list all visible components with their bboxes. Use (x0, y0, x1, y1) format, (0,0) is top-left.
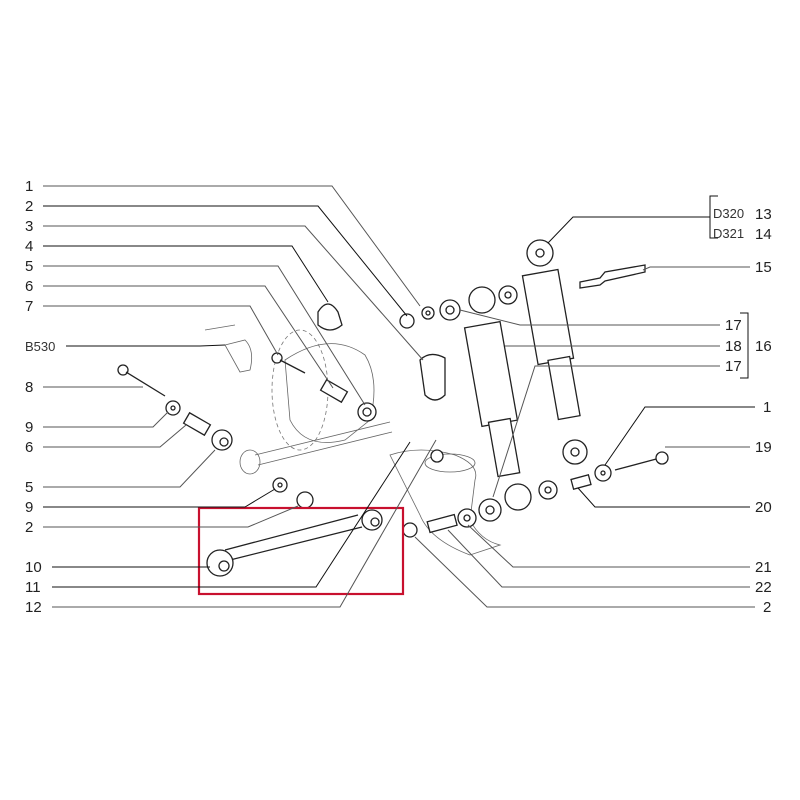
label-5: 5 (25, 258, 33, 275)
shock-absorber-front (463, 286, 532, 511)
label-1: 1 (25, 178, 33, 195)
label-19: 19 (755, 439, 772, 456)
label-11: 11 (25, 579, 41, 596)
label-14: 14 (755, 226, 772, 243)
label-12: 12 (25, 599, 42, 616)
nut-2b (296, 491, 314, 509)
pin-22 (426, 513, 458, 534)
shock-absorber-rear (521, 239, 588, 465)
label-8: 8 (25, 379, 33, 396)
right-labels: D320 13 D321 14 15 17 18 17 16 1 19 20 2… (713, 206, 772, 616)
label-b530: B530 (25, 339, 55, 354)
bolt-7-head (271, 352, 283, 364)
label-17b: 17 (725, 358, 742, 375)
sleeve-6 (319, 378, 349, 404)
bolt-8-head (117, 364, 129, 376)
highlight-box (197, 506, 405, 596)
label-2: 2 (25, 198, 33, 215)
sleeve-6b (182, 411, 212, 437)
label-6b: 6 (25, 439, 33, 456)
code-d321: D321 (713, 226, 744, 241)
lower-trailing-rod (206, 509, 383, 577)
nut-2 (399, 313, 415, 329)
upper-rod (239, 421, 393, 475)
label-2b: 2 (25, 519, 33, 536)
label-2-right: 2 (763, 599, 771, 616)
label-9b: 9 (25, 499, 33, 516)
label-1-right: 1 (763, 399, 771, 416)
nut-2c (430, 449, 444, 463)
left-leader-lines (43, 185, 437, 608)
parts (117, 264, 669, 538)
bump-stop-3 (419, 353, 446, 401)
sleeve-20 (570, 474, 592, 490)
label-5b: 5 (25, 479, 33, 496)
label-9: 9 (25, 419, 33, 436)
label-4: 4 (25, 238, 33, 255)
left-labels: 1 2 3 4 5 6 7 B530 8 9 6 5 9 2 10 11 12 (25, 178, 55, 616)
label-3: 3 (25, 218, 33, 235)
label-6: 6 (25, 278, 33, 295)
label-13: 13 (755, 206, 772, 223)
label-21: 21 (755, 559, 772, 576)
label-7: 7 (25, 298, 33, 315)
label-17a: 17 (725, 317, 742, 334)
label-18: 18 (725, 338, 742, 355)
label-16: 16 (755, 338, 772, 355)
label-22: 22 (755, 579, 772, 596)
bump-stop-4 (317, 303, 343, 331)
pin-15 (579, 264, 646, 289)
label-20: 20 (755, 499, 772, 516)
label-15: 15 (755, 259, 772, 276)
label-10: 10 (25, 559, 42, 576)
code-d320: D320 (713, 206, 744, 221)
bolt-19 (614, 457, 661, 471)
right-leader-lines (414, 195, 755, 608)
nut-2d (402, 522, 418, 538)
